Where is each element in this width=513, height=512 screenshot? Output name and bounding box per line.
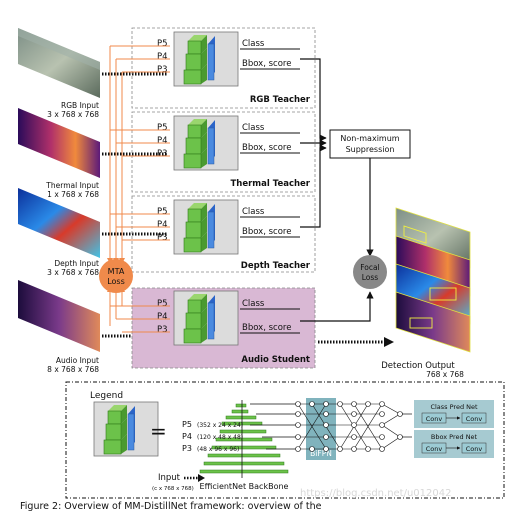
audio-input-image xyxy=(18,280,100,352)
legend-input-label: Input xyxy=(158,473,181,483)
class-pred-net-label: Class Pred Net xyxy=(430,403,478,411)
rgb-input-image xyxy=(18,28,100,98)
rgb-teacher-block: RGB Teacher xyxy=(131,27,316,109)
thermal-input-image xyxy=(18,108,100,178)
focal-loss-line-1: Focal xyxy=(360,263,379,272)
teacher-to-nms-lines xyxy=(300,58,327,228)
student-to-focal-arrow xyxy=(300,291,374,322)
head-lines xyxy=(240,48,300,334)
rgb-class-label: Class xyxy=(242,39,265,49)
depth-input-label: Depth Input xyxy=(54,259,99,268)
rgb-bbox-label: Bbox, score xyxy=(242,59,291,69)
nms-line-2: Suppression xyxy=(346,145,395,154)
depth-p5-label: P5 xyxy=(157,207,168,217)
legend-p5-label: P5 xyxy=(182,420,192,429)
thermal-input-label: Thermal Input xyxy=(45,181,99,190)
legend-title: Legend xyxy=(90,391,123,401)
legend-p3-label: P3 xyxy=(182,444,192,453)
legend-backbone-label: EfficientNet BackBone xyxy=(200,482,289,491)
audio-input-dims: 8 x 768 x 768 xyxy=(47,365,99,374)
rgb-input-dims: 3 x 768 x 768 xyxy=(47,110,99,119)
student-p5-label: P5 xyxy=(157,299,168,309)
thermal-p4-label: P4 xyxy=(157,136,168,146)
legend-p5-dims: (352 x 24 x 24) xyxy=(197,422,243,429)
detection-output-images xyxy=(395,207,471,353)
bbox-pred-net: Bbox Pred Net Conv Conv xyxy=(414,430,494,458)
thermal-p5-label: P5 xyxy=(157,123,168,133)
student-to-output-arrow xyxy=(318,337,394,347)
student-p4-label: P4 xyxy=(157,312,168,322)
audio-input-label: Audio Input xyxy=(56,356,99,365)
student-class-label: Class xyxy=(242,299,265,309)
figure-caption: Figure 2: Overview of MM-DistillNet fram… xyxy=(20,501,322,512)
mta-loss-node: MTA Loss xyxy=(99,259,133,293)
class-conv-2: Conv xyxy=(466,415,483,423)
depth-teacher-title: Depth Teacher xyxy=(241,261,311,271)
legend-p4-dims: (120 x 48 x 48) xyxy=(197,434,243,441)
bbox-pred-net-label: Bbox Pred Net xyxy=(431,433,478,441)
legend-p4-label: P4 xyxy=(182,432,192,441)
depth-input-image xyxy=(18,188,100,258)
mta-loss-line-2: Loss xyxy=(107,277,125,286)
bifpn-nodes xyxy=(295,401,403,452)
legend-input-dims: (c x 768 x 768) xyxy=(152,486,194,492)
rgb-input-label: RGB Input xyxy=(61,101,99,110)
audio-student-title: Audio Student xyxy=(241,355,310,365)
thermal-p3-label: P3 xyxy=(157,149,168,159)
bifpn-label: BiFPN xyxy=(310,449,332,458)
thermal-teacher-title: Thermal Teacher xyxy=(231,179,311,189)
bbox-conv-1: Conv xyxy=(426,445,443,453)
rgb-p5-label: P5 xyxy=(157,39,168,49)
depth-input-dims: 3 x 768 x 768 xyxy=(47,268,99,277)
mta-loss-line-1: MTA xyxy=(108,267,125,276)
depth-bbox-label: Bbox, score xyxy=(242,227,291,237)
thermal-teacher-block: Thermal Teacher xyxy=(131,111,316,193)
detection-output-dims: 768 x 768 xyxy=(426,370,464,379)
legend-p3-dims: (48 x 96 x 96) xyxy=(197,446,239,453)
watermark: https://blog.csdn.net/u012042 xyxy=(300,488,451,499)
depth-p3-label: P3 xyxy=(157,233,168,243)
depth-p4-label: P4 xyxy=(157,220,168,230)
focal-loss-line-2: Loss xyxy=(362,273,379,282)
depth-class-label: Class xyxy=(242,207,265,217)
depth-teacher-block: Depth Teacher xyxy=(131,195,316,273)
class-pred-net: Class Pred Net Conv Conv xyxy=(414,400,494,428)
thermal-input-dims: 1 x 768 x 768 xyxy=(47,190,99,199)
nms-line-1: Non-maximum xyxy=(340,134,399,143)
student-p3-label: P3 xyxy=(157,325,168,335)
legend-panel: Legend = P5 (352 x 24 x 24) P4 (120 x 48… xyxy=(65,381,505,499)
audio-student-block: Audio Student xyxy=(131,287,316,369)
focal-loss-node: Focal Loss xyxy=(353,255,387,289)
rgb-p4-label: P4 xyxy=(157,52,168,62)
class-conv-1: Conv xyxy=(426,415,443,423)
thermal-bbox-label: Bbox, score xyxy=(242,143,291,153)
detection-output-title: Detection Output xyxy=(381,361,455,371)
rgb-teacher-title: RGB Teacher xyxy=(250,95,311,105)
bbox-conv-2: Conv xyxy=(466,445,483,453)
nms-box: Non-maximum Suppression xyxy=(329,129,411,159)
student-bbox-label: Bbox, score xyxy=(242,323,291,333)
thermal-class-label: Class xyxy=(242,123,265,133)
rgb-p3-label: P3 xyxy=(157,65,168,75)
legend-equals: = xyxy=(150,419,167,443)
